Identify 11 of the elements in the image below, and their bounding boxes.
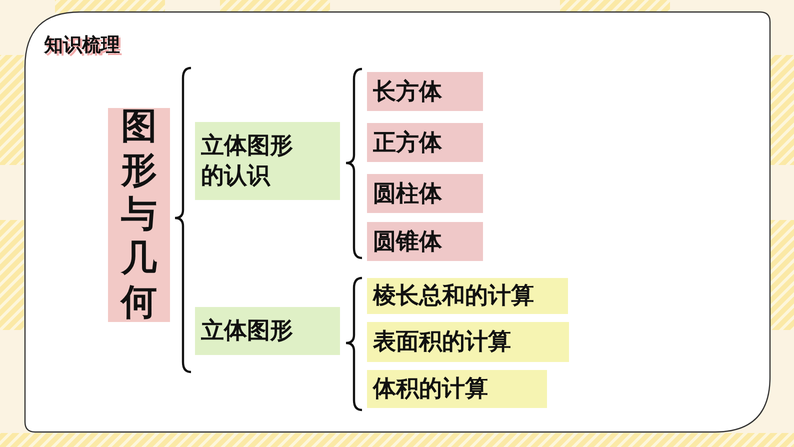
- category-box: 圆锥体: [367, 222, 483, 261]
- category-box: 长方体: [367, 72, 483, 111]
- title: 知识梳理: [44, 33, 120, 58]
- category-box: 立体图形的认识: [195, 122, 340, 200]
- category-box: 表面积的计算: [367, 322, 569, 362]
- category-box: 体积的计算: [367, 370, 547, 408]
- category-box: 圆柱体: [367, 174, 483, 213]
- category-box: 正方体: [367, 123, 483, 162]
- category-box: 棱长总和的计算: [367, 278, 568, 314]
- category-box: 立体图形: [195, 307, 340, 355]
- category-box: 图形与几何: [108, 108, 170, 322]
